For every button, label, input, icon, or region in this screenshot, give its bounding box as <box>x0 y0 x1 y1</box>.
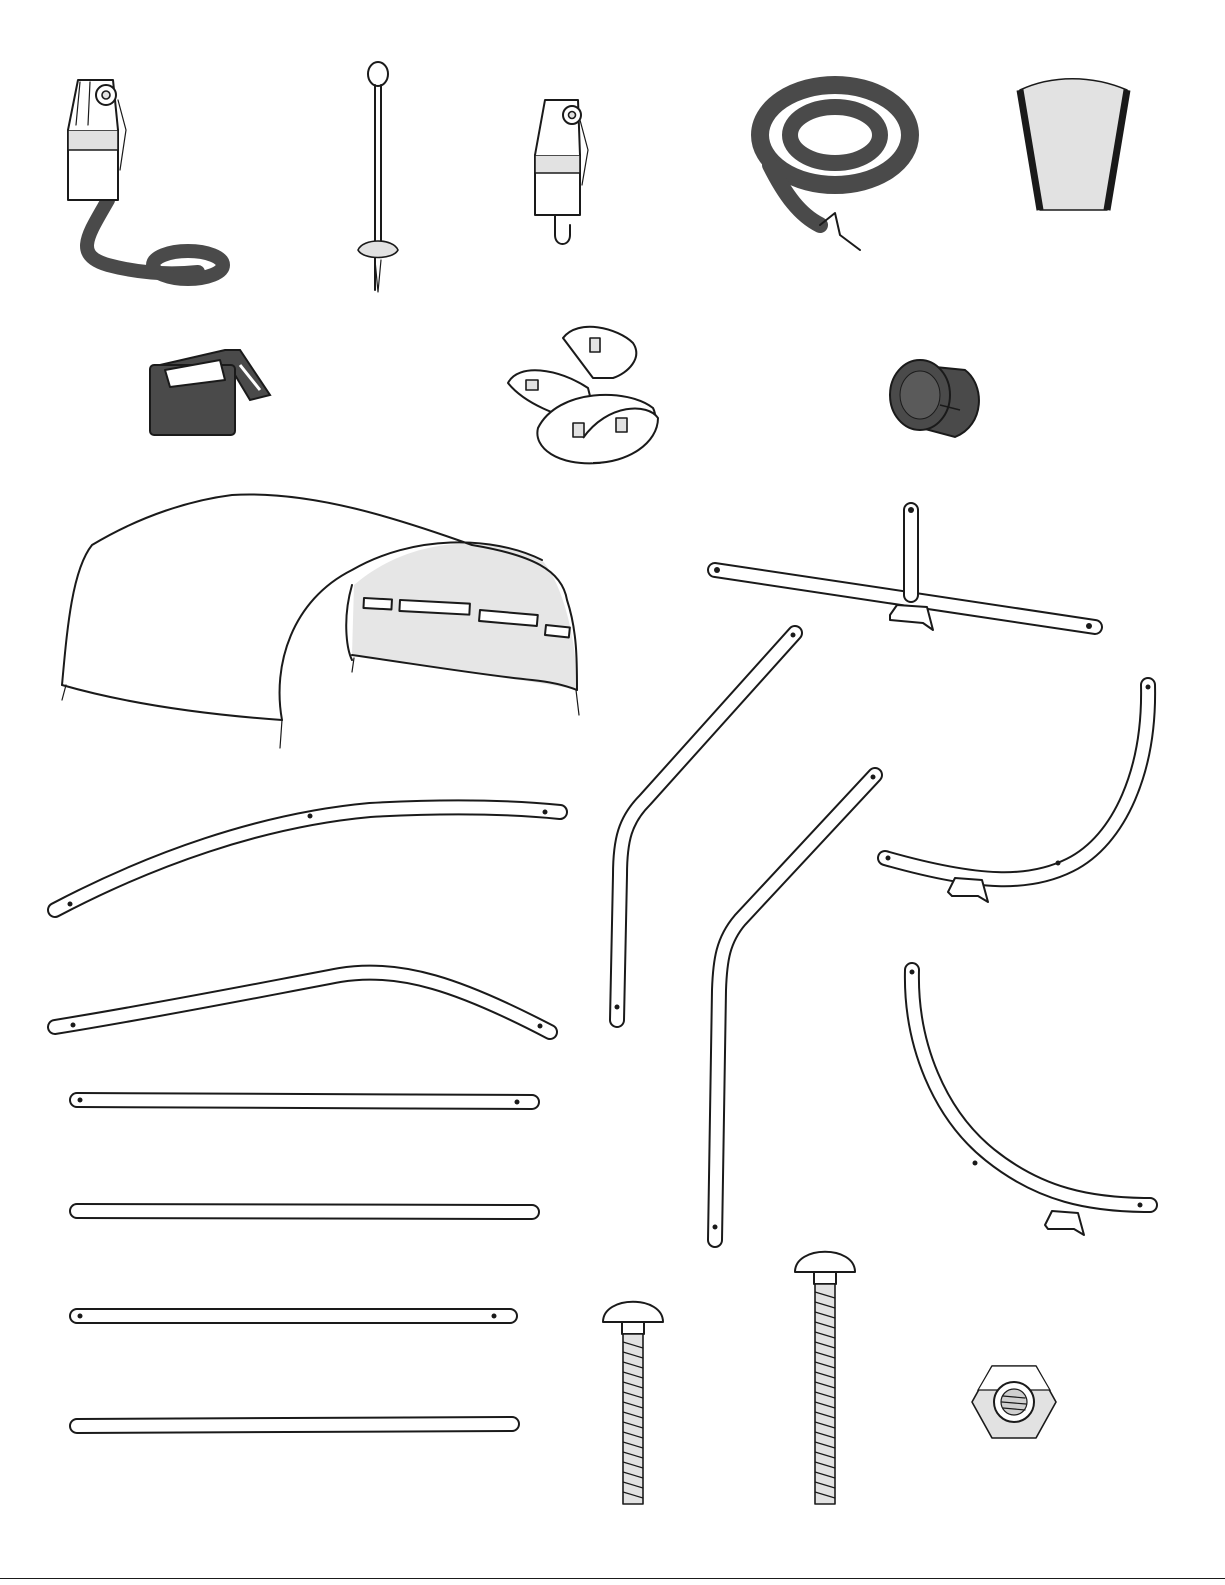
tube-icon <box>62 1195 552 1230</box>
end-cap-icon <box>885 345 995 445</box>
canopy-icon <box>52 490 597 755</box>
bolt-icon <box>790 1240 860 1515</box>
arc-frame-icon <box>870 670 1170 925</box>
bracket-icon <box>140 335 280 445</box>
tube-icon <box>62 1300 532 1335</box>
tube-icon <box>40 790 575 930</box>
ratchet-hook-icon <box>520 85 610 255</box>
panel-icon <box>1012 70 1137 215</box>
tube-icon <box>62 1082 552 1122</box>
arc-frame-icon <box>890 955 1170 1240</box>
page-bottom-rule <box>0 1578 1225 1579</box>
nut-icon <box>970 1360 1060 1445</box>
hinge-bracket-icon <box>498 318 668 468</box>
coiled-strap-icon <box>740 65 920 260</box>
tube-icon <box>62 1410 532 1445</box>
ratchet-strap-icon <box>48 60 238 295</box>
auger-anchor-icon <box>348 60 408 295</box>
bolt-icon <box>598 1290 668 1515</box>
tube-icon <box>40 960 575 1055</box>
